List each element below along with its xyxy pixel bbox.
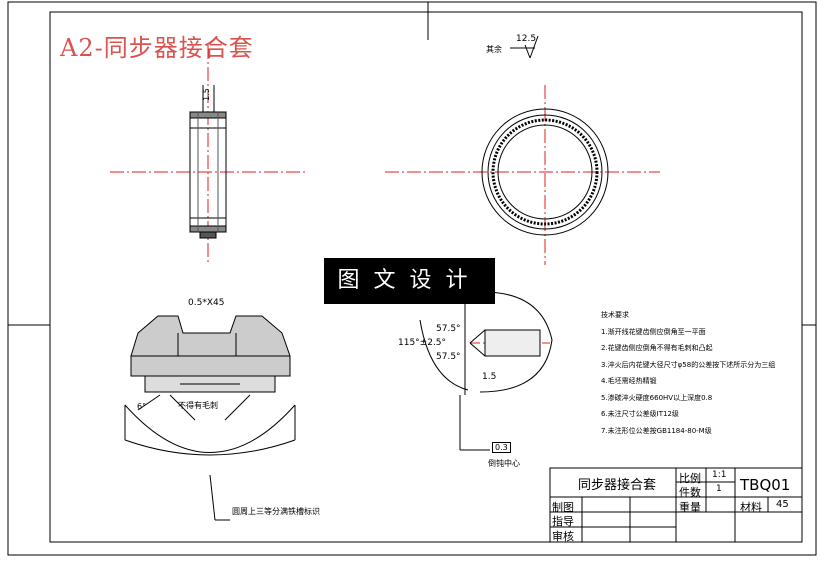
- surface-value: 12.5: [516, 34, 537, 44]
- qty-label: 件数: [679, 486, 701, 499]
- material-value: 45: [776, 499, 789, 510]
- tech-req-heading: 技术要求: [601, 311, 629, 319]
- tech-req-item: 5.渗碳淬火硬度660HV以上深度0.8: [601, 393, 713, 402]
- inner-frame: [49, 11, 803, 543]
- watermark-banner: 图文设计: [324, 258, 495, 304]
- tech-req-item: 3.淬火后内花键大径尺寸φ58的公差按下述所示分为三组: [601, 360, 776, 369]
- front-view: [110, 45, 305, 265]
- section-view: [124, 315, 296, 521]
- tech-req-item: 4.毛坯需经热精锻: [601, 377, 657, 385]
- detail-view: [419, 291, 553, 451]
- part-name: 同步器接合套: [578, 478, 657, 493]
- qty-value: 1: [716, 484, 722, 494]
- drawing-number: TBQ01: [740, 476, 791, 494]
- surface-symbol: [510, 35, 539, 59]
- tech-req-item: 2.花键齿侧应倒角不得有毛刺和凸起: [601, 344, 713, 352]
- angle-upper-label: 57.5°: [436, 324, 461, 334]
- tech-req-item: 1.渐开线花键齿侧应倒角至一平面: [601, 327, 706, 336]
- no-burr-label: 不得有毛刺: [178, 401, 218, 410]
- top-dim-label: 1.5: [201, 88, 211, 101]
- title-block: [549, 467, 803, 543]
- angle-lower-label: 57.5°: [436, 352, 461, 362]
- side-view: [385, 85, 660, 265]
- tech-req-item: 6.未注尺寸公差级IT12级: [601, 410, 679, 418]
- outer-frame: [7, 1, 817, 556]
- review-label: 审核: [552, 530, 574, 543]
- chamfer-label: 0.5*X45: [188, 298, 225, 308]
- angle-total-label: 115°±2.5°: [398, 338, 447, 348]
- drawn-label: 制图: [552, 501, 574, 514]
- weight-label: 重量: [679, 501, 701, 514]
- depth-label: 1.5: [482, 372, 497, 382]
- material-label: 材料: [740, 501, 762, 514]
- tech-req-item: 7.未注形位公差按GB1184-80-M级: [601, 426, 712, 435]
- scale-label: 比例: [679, 472, 701, 485]
- surface-prefix: 其余: [486, 45, 502, 54]
- box-value: 0.3: [492, 442, 511, 453]
- guide-label: 指导: [552, 515, 574, 528]
- bottom-note: 圆周上三等分满铁槽标识: [232, 507, 320, 516]
- technical-requirements: 技术要求 1.渐开线花键齿侧应倒角至一平面 2.花键齿侧应倒角不得有毛刺和凸起 …: [601, 307, 775, 439]
- center-note: 倒钝中心: [488, 459, 520, 468]
- scale-value: 1:1: [712, 470, 727, 480]
- drawing-title: A2-同步器接合套: [60, 34, 254, 62]
- small-angle-label: 6°: [137, 402, 147, 411]
